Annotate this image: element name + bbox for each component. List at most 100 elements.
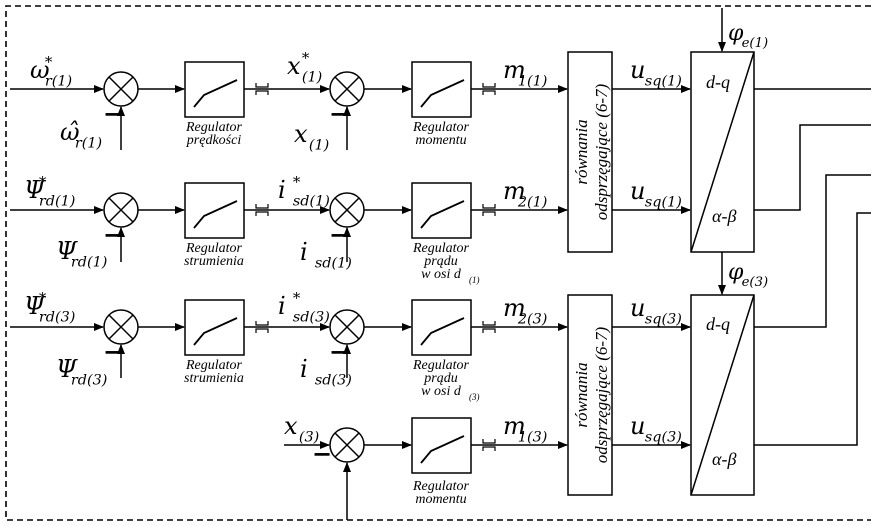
caption-current1-regulator-line: prądu xyxy=(423,254,457,269)
omega-feedback-label-symbol: ω̂ xyxy=(60,118,80,146)
m21-label-symbol: m xyxy=(503,177,526,205)
isd3-feedback-label-symbol: i xyxy=(300,355,308,383)
m11-label-subscript: 1(1) xyxy=(518,74,548,90)
caption-torque3-regulator-line: Regulator xyxy=(412,479,470,494)
psi1-reference-label: Ψ* rd(1) xyxy=(24,173,75,209)
minus-sign: − xyxy=(312,439,332,468)
caption-flux1-regulator-line: strumienia xyxy=(184,254,244,269)
m13-label-symbol: m xyxy=(503,412,526,440)
caption-torque3-regulator-line: momentu xyxy=(415,492,466,507)
psi1-reference-label-subscript: rd(1) xyxy=(39,194,75,210)
psi3-reference-label-superscript: * xyxy=(39,289,47,307)
regulator-block-current1 xyxy=(411,182,472,239)
x1-feedback-label-subscript: (1) xyxy=(309,138,329,154)
usq1-bottom-label-symbol: u xyxy=(630,177,645,205)
decoupling-1-text-line2: odsprzęgające (6-7) xyxy=(592,83,611,220)
psi1-feedback-label-subscript: rd(1) xyxy=(71,255,107,271)
output-wire xyxy=(754,174,871,328)
psi1-reference-label-symbol: Ψ xyxy=(24,176,46,204)
output-wire xyxy=(754,124,871,211)
isd3-feedback-label: i sd(3) xyxy=(300,355,352,389)
decoupling-block-3 xyxy=(567,294,613,496)
limiter-symbol xyxy=(255,321,269,333)
dq-alphabeta-transform-3 xyxy=(690,294,755,496)
isd3-feedback-label-subscript: sd(3) xyxy=(315,373,352,389)
usq3-top-label-symbol: u xyxy=(630,294,645,322)
caption-current1-regulator-line: Regulator xyxy=(412,241,470,256)
m13-label-subscript: 1(3) xyxy=(518,430,548,446)
sum-junction-torque3 xyxy=(329,427,365,463)
regulator-block-speed xyxy=(184,61,245,118)
x1-reference-label-subscript: (1) xyxy=(302,70,322,86)
regulator-block-torque1 xyxy=(411,61,472,118)
transform1-alphabeta-label: α-β xyxy=(712,206,736,226)
isd1-reference-label-symbol: i xyxy=(278,176,286,204)
phi-e3-label-subscript: e(3) xyxy=(742,275,769,290)
psi3-feedback-label-symbol: Ψ xyxy=(56,355,78,383)
dashed-frame xyxy=(5,5,871,521)
psi1-feedback-label: Ψrd(1) xyxy=(56,237,107,271)
usq1-bottom-label-subscript: sq(1) xyxy=(645,195,682,211)
omega-feedback-label-subscript: r(1) xyxy=(75,136,102,152)
x3-input-label-symbol: x xyxy=(284,412,298,440)
isd1-feedback-label-subscript: sd(1) xyxy=(315,256,352,272)
m23-label-subscript: 2(3) xyxy=(517,312,548,328)
phi-e1-label-subscript: e(1) xyxy=(742,36,769,51)
minus-sign: − xyxy=(103,220,123,249)
limiter-symbol xyxy=(255,204,269,216)
caption-current3-regulator-line: Regulator xyxy=(412,358,470,373)
usq3-bottom-label-symbol: u xyxy=(630,412,645,440)
transform1-dq-label: d-q xyxy=(706,72,730,92)
m21-label: m2(1) xyxy=(503,177,547,211)
caption-current3-regulator-line: prądu xyxy=(423,371,457,386)
x1-reference-label-symbol: x xyxy=(287,52,301,80)
limiter-symbol xyxy=(482,439,496,451)
limiter-symbol xyxy=(482,83,496,95)
minus-sign: − xyxy=(329,337,349,366)
caption-flux3-regulator-line: Regulator xyxy=(185,358,243,373)
phi-e3-label-symbol: φ xyxy=(728,260,744,285)
isd1-reference-label-subscript: sd(1) xyxy=(293,194,330,210)
minus-sign: − xyxy=(329,99,349,128)
regulator-block-flux3 xyxy=(184,299,245,356)
decoupling-block-1 xyxy=(567,51,613,253)
caption-flux3-regulator-line: strumienia xyxy=(184,371,244,386)
caption-speed-regulator-line: prędkości xyxy=(186,133,242,148)
x1-reference-label-superscript: * xyxy=(302,49,310,67)
m11-label: m1(1) xyxy=(503,56,547,90)
minus-sign: − xyxy=(103,337,123,366)
psi1-reference-label-superscript: * xyxy=(39,173,47,191)
usq3-top-label-subscript: sq(3) xyxy=(645,312,682,328)
x1-feedback-label: x(1) xyxy=(294,120,329,154)
psi1-feedback-label-symbol: Ψ xyxy=(56,237,78,265)
x3-input-label: x(3) xyxy=(284,412,319,446)
regulator-block-torque3 xyxy=(411,417,472,474)
phi-e1-label: φe(1) xyxy=(728,21,768,51)
omega-reference-label-symbol: ω xyxy=(30,56,50,84)
m13-label: m1(3) xyxy=(503,412,547,446)
minus-sign: − xyxy=(103,99,123,128)
psi3-reference-label-symbol: Ψ xyxy=(24,292,46,320)
omega-reference-label-superscript: * xyxy=(45,53,53,71)
decoupling-3-text-line1: równania xyxy=(572,362,591,427)
m23-label: m2(3) xyxy=(503,294,547,328)
minus-sign: − xyxy=(329,220,349,249)
decoupling-3-text-line2: odsprzęgające (6-7) xyxy=(592,326,611,463)
isd3-reference-label-symbol: i xyxy=(278,292,286,320)
output-wire xyxy=(754,212,871,446)
caption-torque1-regulator-line: Regulator xyxy=(412,120,470,135)
psi3-feedback-label-subscript: rd(3) xyxy=(71,373,107,389)
decoupling-1-text-line1: równania xyxy=(572,119,591,184)
dq-alphabeta-transform-1 xyxy=(690,51,755,253)
omega-reference-label-subscript: r(1) xyxy=(45,74,72,90)
usq3-bottom-label-subscript: sq(3) xyxy=(645,430,682,446)
isd1-reference-label: i*sd(1) xyxy=(278,173,330,209)
caption-current1-regulator-line: w osi d xyxy=(421,267,462,282)
regulator-block-flux1 xyxy=(184,182,245,239)
limiter-symbol xyxy=(482,321,496,333)
usq1-top-label-symbol: u xyxy=(630,56,645,84)
caption-flux1-regulator-line: Regulator xyxy=(185,241,243,256)
